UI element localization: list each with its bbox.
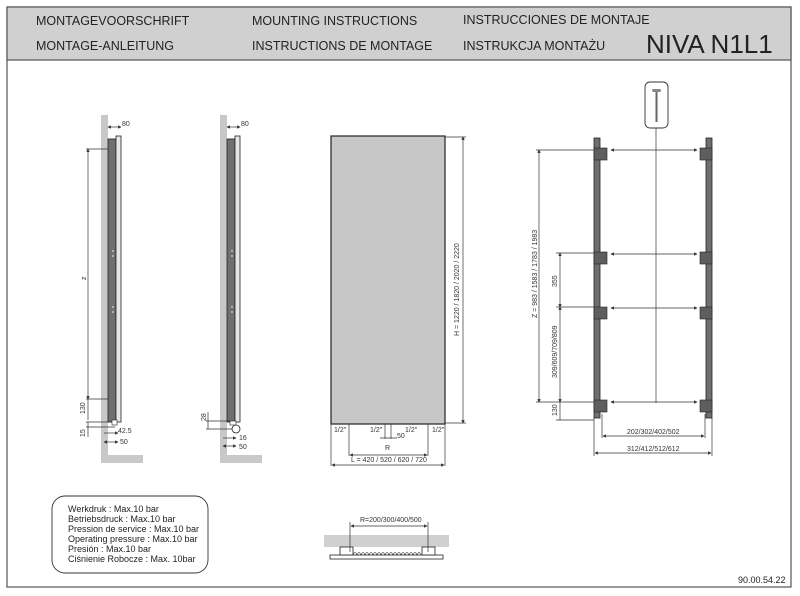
header-de: MONTAGE-ANLEITUNG <box>36 39 174 53</box>
mid-spacing-label: 309/609/709/809 <box>552 325 559 378</box>
pipe-height-label: 28 <box>201 413 208 421</box>
bottom-offset-label: 130 <box>80 402 87 414</box>
front-view: H = 1220 / 1820 / 2020 / 2220 1/2" 1/2" … <box>330 135 466 467</box>
header-fr: INSTRUCTIONS DE MONTAGE <box>252 39 432 53</box>
r-values-label: R=200/300/400/500 <box>360 517 422 524</box>
connection-label-2: 1/2" <box>370 427 383 434</box>
header-en: MOUNTING INSTRUCTIONS <box>252 14 417 28</box>
z-label: z <box>81 276 88 280</box>
wall-distance-label: 50 <box>120 439 128 446</box>
spec-line: Operating pressure : Max.10 bar <box>68 534 198 544</box>
wall-distance-label-2: 50 <box>239 444 247 451</box>
header-band <box>6 6 792 61</box>
header: MONTAGEVOORSCHRIFT MONTAGE-ANLEITUNG MOU… <box>36 13 773 59</box>
side-view-2: 80 28 16 50 <box>201 115 262 463</box>
header-es: INSTRUCCIONES DE MONTAJE <box>463 13 650 27</box>
width-label: L = 420 / 520 / 620 / 720 <box>351 457 427 464</box>
pressure-specs: Werkdruk : Max.10 bar Betriebsdruck : Ma… <box>51 495 209 574</box>
screw-icon <box>652 89 661 122</box>
depth-label: 80 <box>122 121 130 128</box>
header-pl: INSTRUKCJA MONTAŻU <box>463 39 605 53</box>
bracket-view: Z = 983 / 1583 / 1783 / 1983 355 309/609… <box>532 81 713 456</box>
side-view-1: 80 z 130 15 42.5 50 <box>80 115 143 463</box>
connection-depth-label: 42.5 <box>118 428 132 435</box>
r-label: R <box>385 445 390 452</box>
center-offset-label: 50 <box>397 433 405 440</box>
spec-line: Betriebsdruck : Max.10 bar <box>68 514 176 524</box>
spec-line: Presión : Max.10 bar <box>68 544 151 554</box>
depth-label-2: 80 <box>241 121 249 128</box>
connection-label-4: 1/2" <box>432 427 445 434</box>
height-label: H = 1220 / 1820 / 2020 / 2220 <box>454 243 461 336</box>
connection-label-1: 1/2" <box>334 427 347 434</box>
floor-gap-label: 15 <box>80 429 87 437</box>
pipe-offset-label: 16 <box>239 435 247 442</box>
top-view: R=200/300/400/500 <box>324 517 449 560</box>
bottom-label: 130 <box>552 404 559 416</box>
z-dimension-label: Z = 983 / 1583 / 1783 / 1983 <box>532 230 539 318</box>
brackets <box>593 147 713 413</box>
connection-label-3: 1/2" <box>405 427 418 434</box>
spec-line: Pression de service : Max.10 bar <box>68 524 199 534</box>
model-title: NIVA N1L1 <box>646 29 773 59</box>
spec-line: Werkdruk : Max.10 bar <box>68 504 159 514</box>
outer-width-label: 312/412/512/612 <box>627 446 680 453</box>
header-nl: MONTAGEVOORSCHRIFT <box>36 14 190 28</box>
document-code: 90.00.54.22 <box>738 575 786 585</box>
inner-width-label: 202/302/402/502 <box>627 429 680 436</box>
spec-line: Ciśnienie Robocze : Max. 10bar <box>68 554 196 564</box>
top-spacing-label: 355 <box>552 275 559 287</box>
pipe-connection-icon <box>231 424 241 434</box>
